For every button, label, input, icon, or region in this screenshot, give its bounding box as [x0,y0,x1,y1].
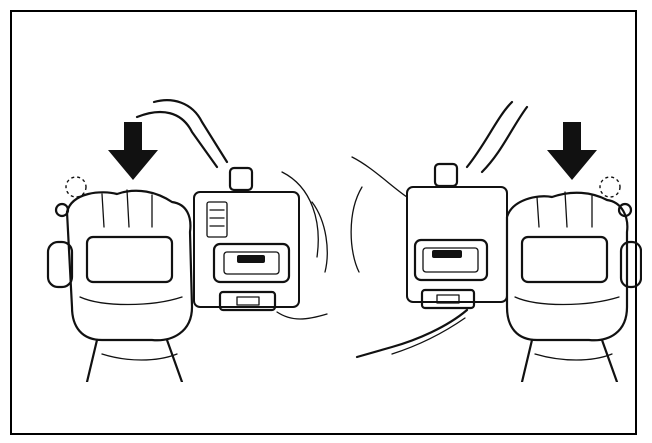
handlebar-arm-outline [467,102,512,167]
switch-housing [194,168,299,310]
down-arrow-icon [547,122,597,180]
press-indicator-dashed [66,177,86,197]
right-glove [507,177,641,382]
figure-frame [10,10,637,435]
left-glove [48,177,192,382]
switch-housing [407,164,507,308]
right-handlebar-illustration [337,92,642,382]
down-arrow-icon [108,122,158,180]
left-handlebar-illustration [42,92,347,382]
press-indicator-dashed [600,177,620,197]
